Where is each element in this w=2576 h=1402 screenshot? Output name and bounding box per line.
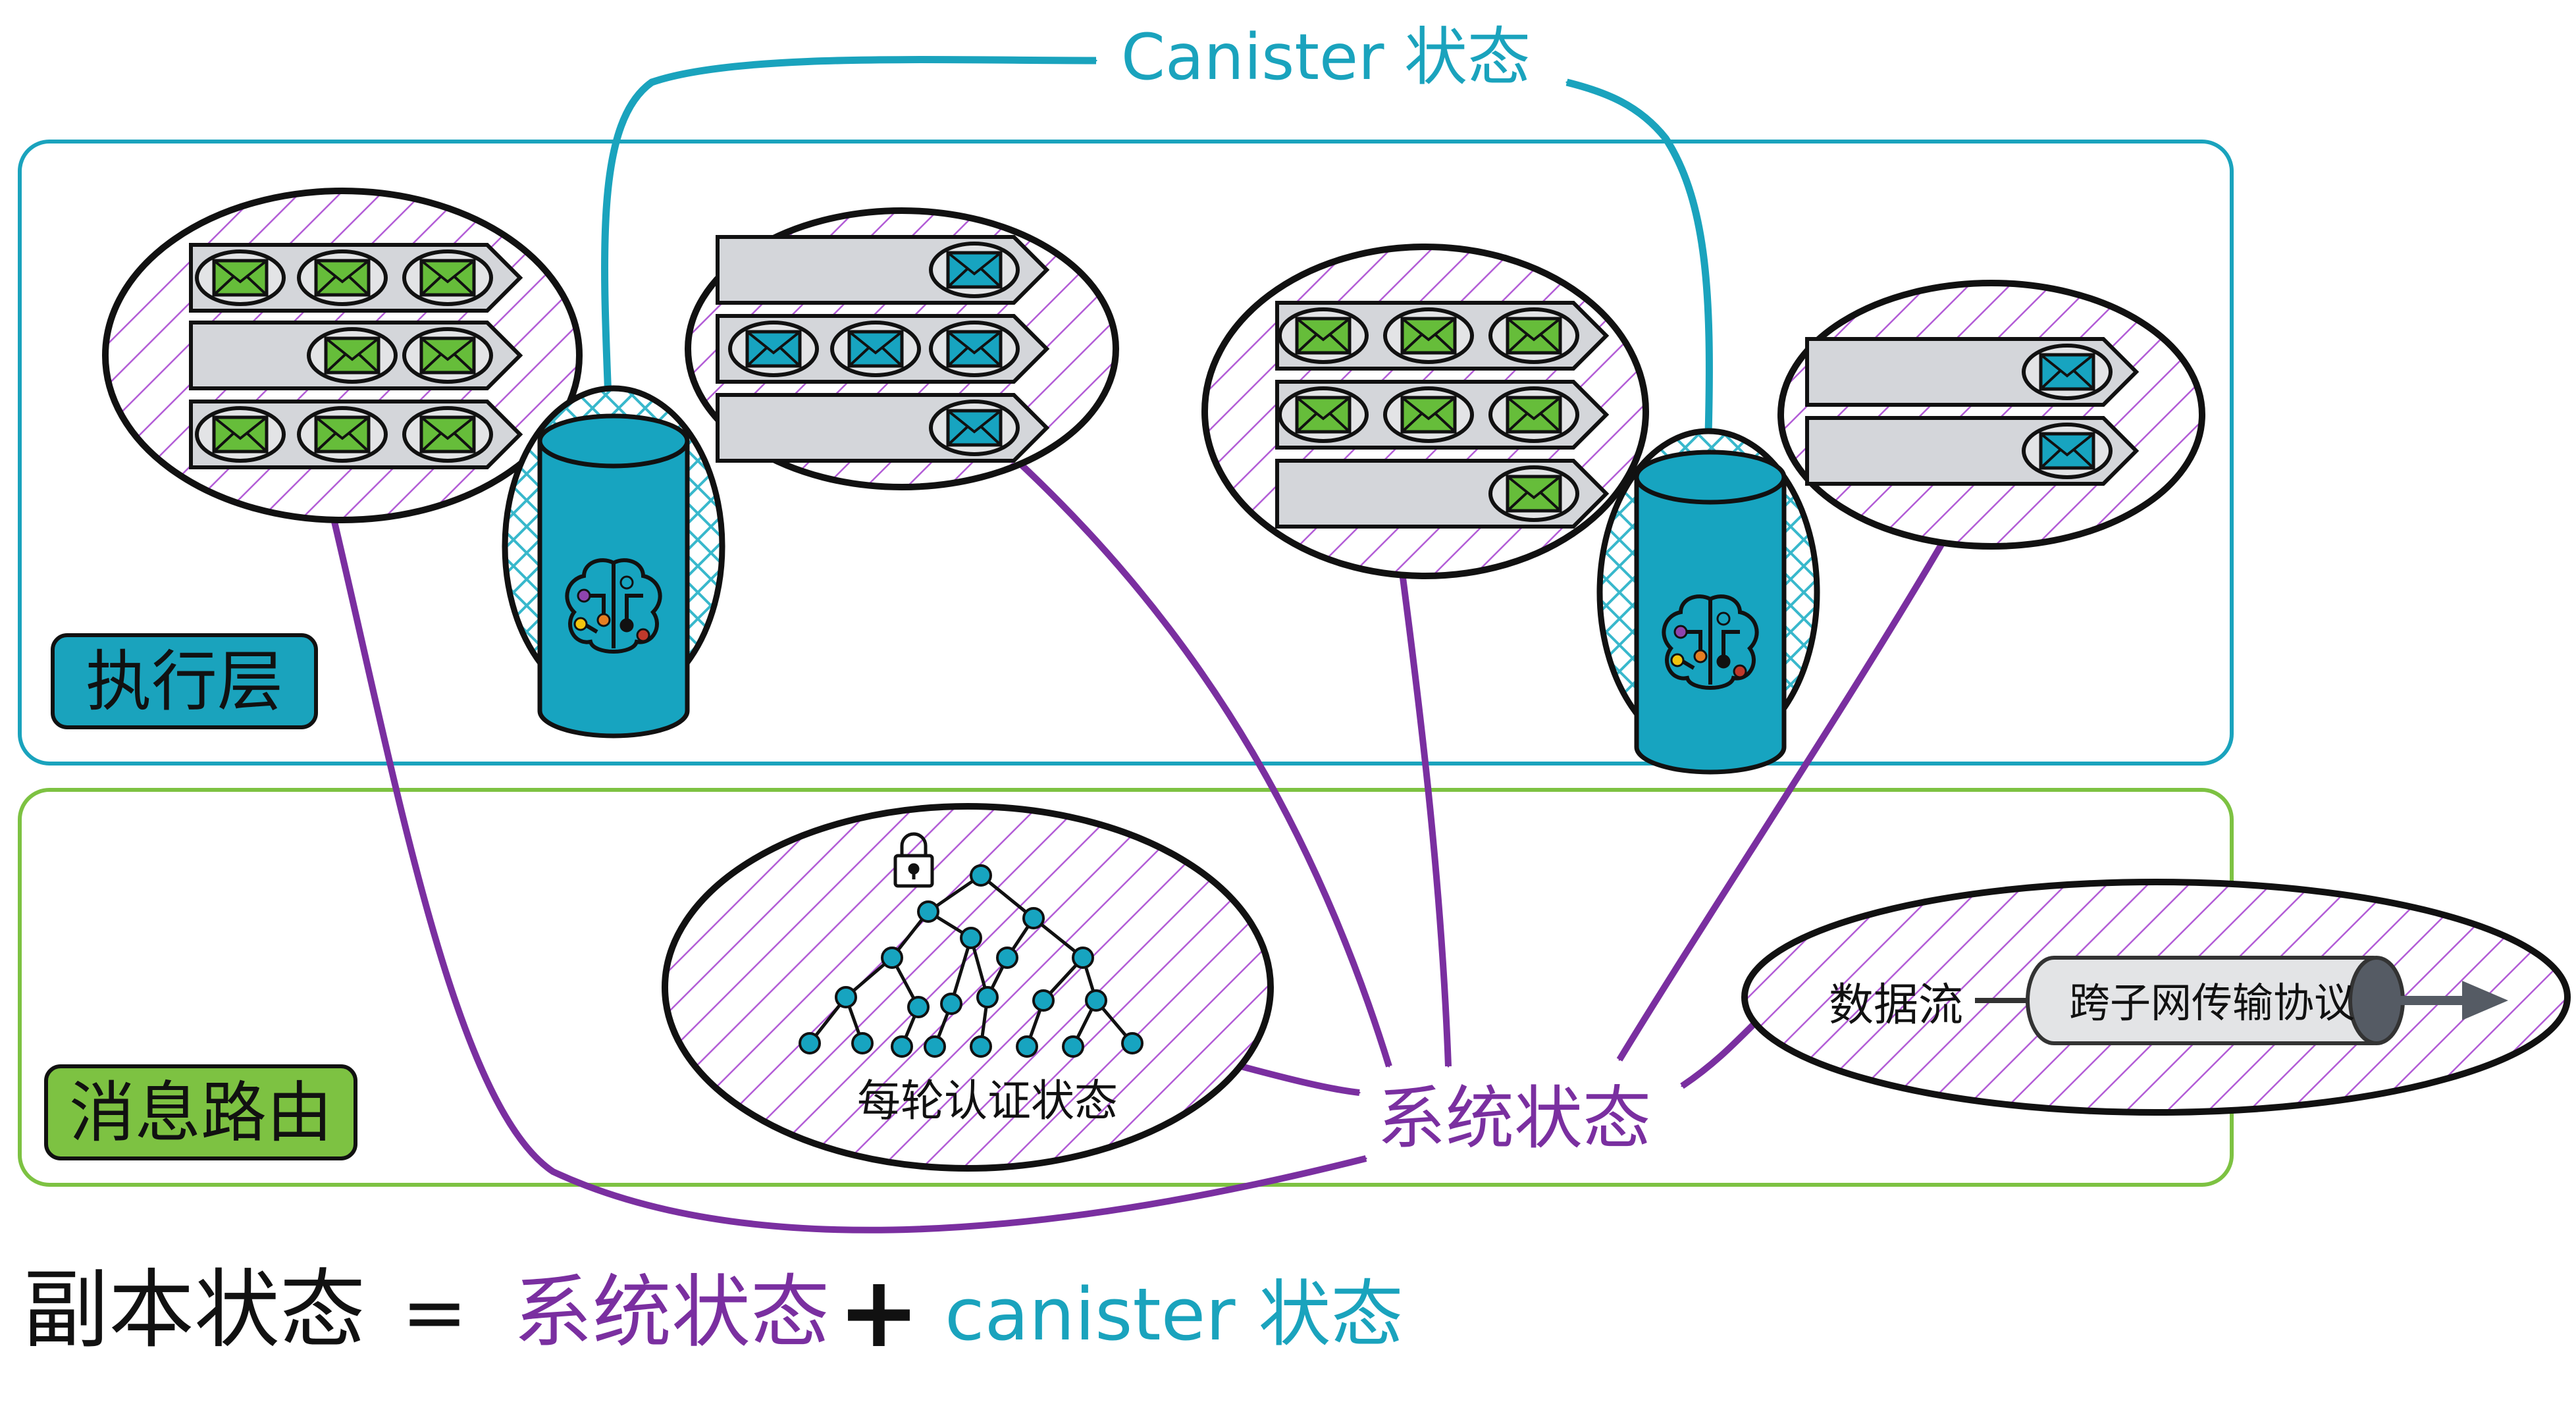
envelope-icon — [197, 251, 284, 304]
message-routing-badge — [44, 1064, 357, 1160]
queue-3 — [189, 400, 523, 469]
xnet-protocol-label: 跨子网传输协议 — [2069, 979, 2355, 1027]
envelope-icon — [2024, 425, 2111, 477]
envelope-icon — [299, 408, 386, 461]
flow-arrow-2 — [1014, 458, 1392, 1066]
merkle-tree-nodes — [799, 864, 1143, 1058]
envelope-icon — [197, 408, 284, 461]
lock-icon — [893, 832, 934, 888]
envelope-icon — [299, 251, 386, 304]
message-routing-label: 消息路由 — [69, 1074, 332, 1151]
envelope-icon — [1490, 388, 1577, 441]
envelope-icon — [931, 402, 1018, 454]
data-stream-label: 数据流 — [1829, 979, 1963, 1031]
envelope-icon — [832, 323, 919, 375]
queue-1 — [716, 235, 1050, 305]
equation-plus: + — [837, 1255, 920, 1370]
flow-arrow-4 — [1616, 525, 1955, 1062]
envelope-icon — [1280, 388, 1367, 441]
certified-state-label: 每轮认证状态 — [857, 1076, 1118, 1126]
canister-state-arrow-left — [601, 56, 1096, 415]
execution-layer-label: 执行层 — [86, 643, 283, 720]
envelope-icon — [1385, 388, 1472, 441]
envelope-icon — [931, 323, 1018, 375]
queue-2 — [189, 321, 523, 390]
envelope-icon — [1385, 309, 1472, 362]
database-cylinder-icon — [540, 416, 687, 736]
canister-4 — [1777, 280, 2205, 550]
envelope-icon — [309, 329, 396, 382]
envelope-icon — [730, 323, 817, 375]
envelope-icon — [1490, 309, 1577, 362]
replica-state-equation: 副本状态 = 系统状态 + canister 状态 — [23, 1255, 1403, 1370]
pipe-icon — [2026, 956, 2508, 1045]
execution-layer-badge — [51, 633, 318, 729]
canister-state-label: Canister 状态 — [1121, 20, 1531, 94]
queue-2 — [1805, 416, 2140, 486]
envelope-icon — [1280, 309, 1367, 362]
envelope-icon — [404, 329, 491, 382]
queue-3 — [716, 393, 1050, 463]
flow-arrow-6 — [1680, 1021, 1757, 1089]
canister-state-arrow-right — [1567, 78, 1713, 435]
flow-arrow-3 — [1399, 572, 1452, 1066]
queue-1 — [1275, 301, 1610, 371]
envelope-icon — [404, 251, 491, 304]
envelope-icon — [931, 244, 1018, 296]
queue-1 — [189, 243, 523, 313]
system-state-label: 系统状态 — [1377, 1078, 1651, 1158]
certified-state: 每轮认证状态 — [662, 803, 1274, 1172]
flow-arrow-1 — [329, 512, 1366, 1233]
canister-2 — [685, 207, 1119, 490]
equation-canister-state: canister 状态 — [945, 1272, 1403, 1357]
envelope-icon — [404, 408, 491, 461]
data-stream: 数据流 跨子网传输协议 — [1741, 879, 2571, 1116]
execution-layer-box — [18, 140, 2234, 766]
queue-2 — [716, 314, 1050, 384]
canister-1 — [102, 188, 583, 523]
queue-2 — [1275, 380, 1610, 450]
database-cylinder-icon — [1637, 452, 1784, 772]
merkle-tree-icon — [808, 873, 1134, 1048]
canister-3-state — [1596, 428, 1820, 772]
equation-system-state: 系统状态 — [513, 1267, 829, 1359]
canister-1-state — [502, 385, 725, 736]
envelope-icon — [2024, 346, 2111, 398]
envelope-icon — [1490, 467, 1577, 520]
queue-3 — [1275, 459, 1610, 529]
flow-arrow-5 — [1240, 1063, 1359, 1096]
equation-equals: = — [402, 1267, 468, 1359]
queue-1 — [1805, 337, 2140, 407]
canister-3 — [1201, 244, 1649, 579]
equation-lhs: 副本状态 — [23, 1260, 365, 1360]
